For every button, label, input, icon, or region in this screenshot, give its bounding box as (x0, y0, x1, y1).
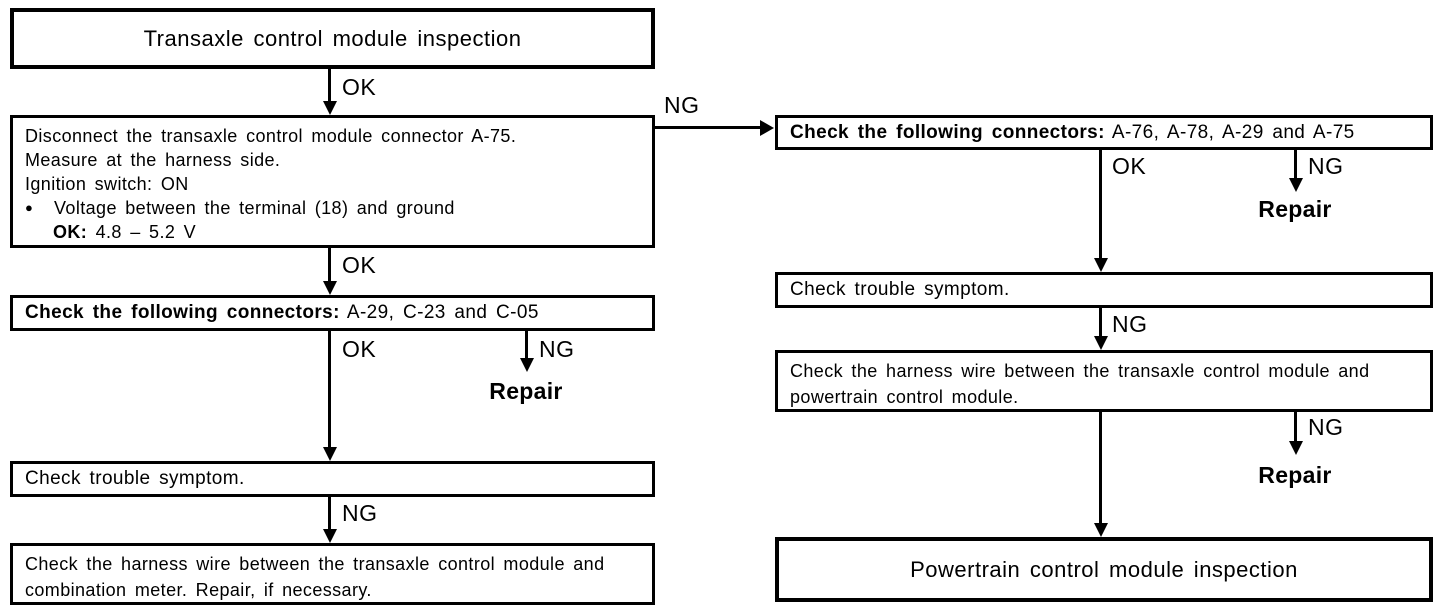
edge-label-ng: NG (1308, 153, 1344, 179)
harness-pcm-line-1: Check the harness wire between the trans… (790, 361, 1370, 381)
arrow-down-icon (323, 281, 337, 295)
flow-line-start-to-disconnect (328, 69, 331, 103)
repair-outcome: Repair (1258, 462, 1332, 488)
arrow-down-icon (323, 529, 337, 543)
disconnect-line-1: Disconnect the transaxle control module … (25, 126, 517, 146)
harness-meter-line-1: Check the harness wire between the trans… (25, 554, 605, 574)
repair-outcome: Repair (1258, 196, 1332, 222)
node-powertrain-inspection: Powertrain control module inspection (775, 537, 1433, 602)
edge-label-ng: NG (539, 336, 575, 362)
flow-line-connectors-left-to-repair (525, 331, 528, 360)
node-transaxle-inspection: Transaxle control module inspection (10, 8, 655, 69)
edge-label-ok: OK (342, 252, 377, 278)
disconnect-ok-spec: OK: 4.8 – 5.2 V (25, 220, 644, 244)
flow-line-right-connectors-to-symptom (1099, 150, 1102, 260)
arrow-down-icon (1289, 178, 1303, 192)
arrow-right-icon (760, 120, 774, 136)
edge-label-ok: OK (1112, 153, 1147, 179)
check-connectors-left-heading: Check the following connectors: (25, 302, 340, 323)
arrow-down-icon (1094, 258, 1108, 272)
bullet-icon: ● (25, 200, 34, 215)
disconnect-line-2: Measure at the harness side. (25, 150, 281, 170)
node-check-trouble-symptom-right: Check trouble symptom. (775, 272, 1433, 308)
disconnect-line-3: Ignition switch: ON (25, 174, 189, 194)
flow-line-right-harness-to-repair (1294, 412, 1297, 443)
node-harness-powertrain: Check the harness wire between the trans… (775, 350, 1433, 412)
node-disconnect-measure: Disconnect the transaxle control module … (10, 115, 655, 248)
arrow-down-icon (1094, 336, 1108, 350)
node-harness-combination-meter: Check the harness wire between the trans… (10, 543, 655, 605)
arrow-down-icon (1289, 441, 1303, 455)
harness-pcm-line-2: powertrain control module. (790, 387, 1019, 407)
check-connectors-right-heading: Check the following connectors: (790, 121, 1105, 143)
arrow-down-icon (520, 358, 534, 372)
edge-label-ng: NG (342, 500, 378, 526)
flow-line-right-connectors-to-repair (1294, 150, 1297, 180)
flow-line-symptom-to-harness-left (328, 497, 331, 531)
harness-meter-line-2: combination meter. Repair, if necessary. (25, 580, 372, 600)
ok-spec-value: 4.8 – 5.2 V (95, 222, 197, 242)
node-check-trouble-symptom-left: Check trouble symptom. (10, 461, 655, 497)
check-connectors-left-list: A-29, C-23 and C-05 (346, 302, 539, 323)
edge-label-ng: NG (1308, 414, 1344, 440)
arrow-down-icon (323, 447, 337, 461)
arrow-down-icon (323, 101, 337, 115)
flow-line-right-harness-to-end (1099, 412, 1102, 525)
check-trouble-symptom-left-label: Check trouble symptom. (25, 468, 245, 489)
flow-line-disconnect-to-connectors (328, 248, 331, 283)
node-powertrain-inspection-label: Powertrain control module inspection (910, 556, 1298, 582)
arrow-down-icon (1094, 523, 1108, 537)
disconnect-bullet-text: Voltage between the terminal (18) and gr… (54, 198, 455, 218)
ok-spec-label: OK: (53, 222, 88, 242)
edge-label-ok: OK (342, 336, 377, 362)
flow-line-right-symptom-to-harness (1099, 308, 1102, 338)
edge-label-ng: NG (664, 92, 700, 118)
check-connectors-right-list: A-76, A-78, A-29 and A-75 (1111, 121, 1355, 143)
flow-line-connectors-to-symptom-left (328, 331, 331, 449)
edge-label-ng: NG (1112, 311, 1148, 337)
node-transaxle-inspection-label: Transaxle control module inspection (143, 25, 522, 51)
repair-outcome: Repair (489, 378, 563, 404)
node-check-connectors-right: Check the following connectors: A-76, A-… (775, 115, 1433, 150)
disconnect-bullet-row: ● Voltage between the terminal (18) and … (25, 196, 644, 220)
edge-label-ok: OK (342, 74, 377, 100)
node-check-connectors-left: Check the following connectors: A-29, C-… (10, 295, 655, 331)
check-trouble-symptom-right-label: Check trouble symptom. (790, 279, 1010, 300)
flow-line-disconnect-to-right-connectors (655, 126, 760, 129)
